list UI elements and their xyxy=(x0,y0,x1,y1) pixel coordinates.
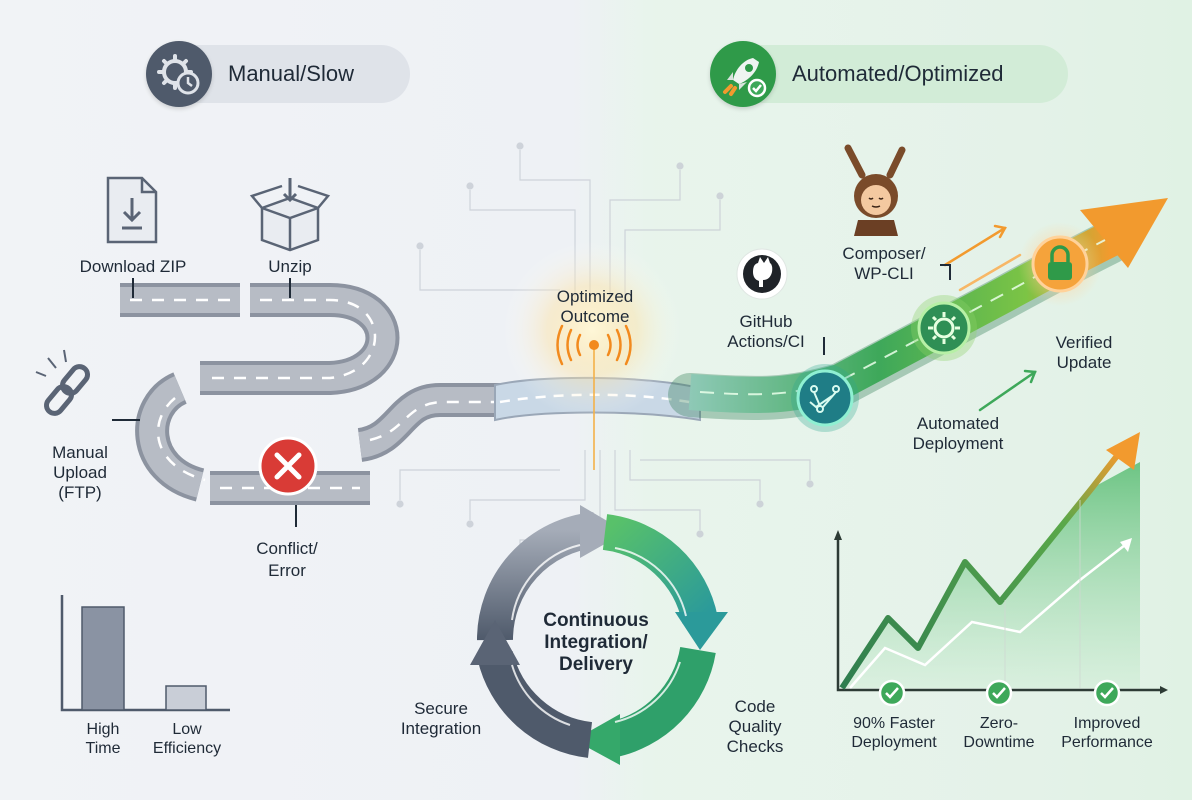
rocket-icon xyxy=(710,41,776,107)
cycle-arrow-top xyxy=(580,505,626,558)
high-time-line2: Time xyxy=(86,740,121,757)
manual-upload-label-line3: (FTP) xyxy=(58,483,101,502)
optimized-outcome-line1: Optimized xyxy=(557,287,634,306)
composer-node xyxy=(911,295,977,361)
code-quality-line3: Checks xyxy=(727,737,784,756)
manual-slow-label: Manual/Slow xyxy=(228,61,354,86)
ci-title-line1: Continuous xyxy=(543,610,649,631)
optimized-outcome-line2: Outcome xyxy=(561,307,630,326)
lock-node xyxy=(1018,222,1102,306)
signal-dot xyxy=(589,340,599,350)
automated-optimized-header: Automated/Optimized xyxy=(710,41,1068,107)
low-efficiency-bar xyxy=(165,685,207,711)
cycle-arrow-left xyxy=(470,620,520,665)
deployment-arrow xyxy=(978,369,1037,412)
manual-bar-chart xyxy=(60,595,230,712)
secure-integration-line2: Integration xyxy=(401,719,481,738)
growth-chart xyxy=(834,432,1168,694)
signal-waves xyxy=(556,324,632,366)
verified-update-line1: Verified xyxy=(1056,333,1113,352)
benefit-2-line1: Zero- xyxy=(980,715,1018,732)
low-efficiency-line2: Efficiency xyxy=(153,740,221,757)
cycle-arrow-right xyxy=(675,612,728,650)
gear-clock-icon xyxy=(146,41,212,107)
leader-lines xyxy=(112,264,951,527)
github-actions-line2: Actions/CI xyxy=(727,332,804,351)
composer-label-line2: WP-CLI xyxy=(854,264,914,283)
benefit-3-line2: Performance xyxy=(1061,734,1153,751)
high-time-bar xyxy=(81,606,125,711)
link-icon xyxy=(35,349,90,416)
composer-mascot-icon xyxy=(844,144,906,236)
benefit-check-icons xyxy=(878,679,1121,707)
conflict-error-line2: Error xyxy=(268,561,306,580)
code-quality-line2: Quality xyxy=(729,717,782,736)
code-quality-line1: Code xyxy=(735,697,776,716)
verified-update-line2: Update xyxy=(1057,353,1112,372)
secure-integration-line1: Secure xyxy=(414,699,468,718)
composer-label-line1: Composer/ xyxy=(842,244,925,263)
conflict-error-line1: Conflict/ xyxy=(256,539,318,558)
trend-arrows xyxy=(943,224,1022,292)
high-time-line1: High xyxy=(87,721,120,738)
error-icon xyxy=(258,436,318,496)
manual-upload-label-line2: Upload xyxy=(53,463,107,482)
benefit-1-line2: Deployment xyxy=(851,734,937,751)
automated-deployment-line2: Deployment xyxy=(913,434,1004,453)
download-zip-label: Download ZIP xyxy=(80,257,187,276)
box-unzip-icon xyxy=(249,178,331,252)
unzip-label: Unzip xyxy=(268,257,311,276)
growth-area xyxy=(842,462,1140,688)
growth-arrowhead xyxy=(1080,198,1168,268)
outcome-glow xyxy=(502,240,682,420)
github-actions-line1: GitHub xyxy=(740,312,793,331)
low-efficiency-line1: Low xyxy=(172,721,202,738)
benefit-2-line2: Downtime xyxy=(963,734,1034,751)
github-node xyxy=(791,364,859,432)
ci-title-line2: Integration/ xyxy=(544,632,648,653)
document-download-icon xyxy=(106,176,158,244)
automated-deployment-line1: Automated xyxy=(917,414,999,433)
automated-optimized-label: Automated/Optimized xyxy=(792,61,1004,86)
cycle-arrow-bottom xyxy=(574,714,620,765)
ci-cd-cycle xyxy=(470,505,728,765)
github-icon xyxy=(736,248,788,300)
ci-title-line3: Delivery xyxy=(559,654,633,675)
manual-slow-header: Manual/Slow xyxy=(146,41,410,107)
manual-upload-label-line1: Manual xyxy=(52,443,108,462)
benefit-3-line1: Improved xyxy=(1074,715,1141,732)
benefit-1-line1: 90% Faster xyxy=(853,715,935,732)
